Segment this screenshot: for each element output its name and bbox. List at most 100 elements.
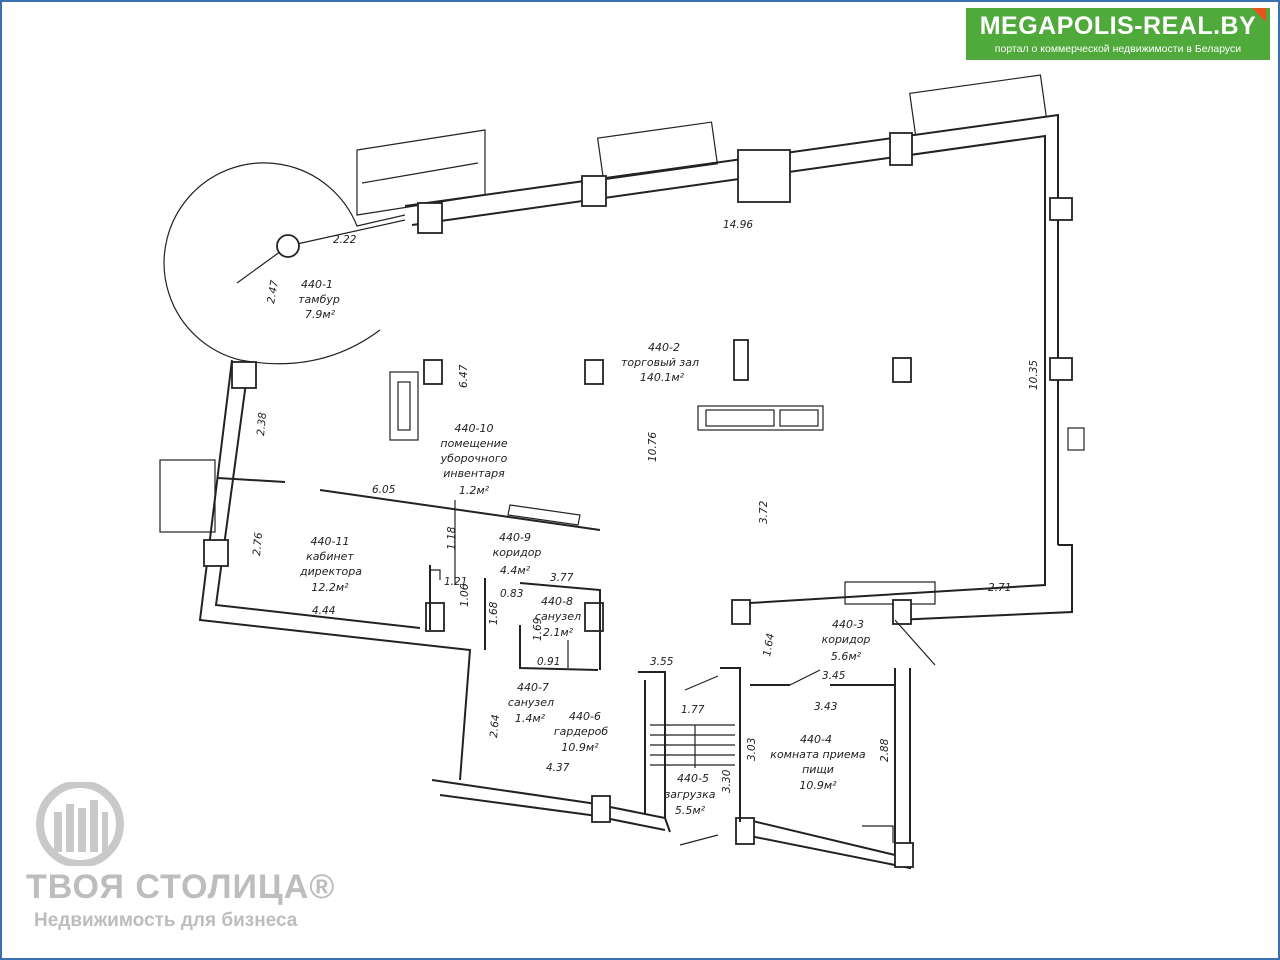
south-wall-2-inner — [739, 668, 911, 870]
window-bay-south — [844, 581, 936, 605]
column — [425, 602, 445, 632]
column — [731, 599, 751, 625]
column — [581, 175, 607, 207]
room-number: 440-5 — [677, 772, 709, 785]
dimension-label: 3.45 — [822, 670, 846, 682]
column — [423, 359, 443, 385]
room-area: 10.9м² — [561, 741, 599, 754]
display-rack-inner — [397, 381, 411, 431]
room-area: 1.4м² — [515, 712, 546, 725]
room-number: 440-2 — [648, 341, 680, 354]
dimension-label: 1.69 — [532, 617, 544, 641]
dimension-label: 10.76 — [647, 432, 659, 462]
dimension-label: 1.64 — [761, 632, 777, 657]
room-name: тамбур — [298, 293, 340, 306]
window-bay-west — [159, 459, 216, 533]
room-area: 1.2м² — [459, 484, 490, 497]
room-area: 140.1м² — [640, 371, 685, 384]
east-niche — [1067, 427, 1085, 451]
dimension-label: 6.05 — [372, 484, 396, 496]
dimension-label: 3.30 — [721, 769, 733, 793]
rotunda-inner-wall — [239, 329, 381, 365]
dimension-label: 6.47 — [458, 364, 470, 388]
room-name: кабинет — [306, 550, 354, 563]
porch-arrow — [361, 162, 479, 184]
kitchen-door — [789, 669, 821, 686]
logo-tagline: портал о коммерческой недвижимости в Бел… — [994, 43, 1242, 55]
room-name: загрузка — [664, 788, 715, 801]
dimension-label: 3.72 — [758, 500, 770, 524]
loading-wall-east — [720, 667, 741, 822]
partition-wc-8 — [519, 582, 601, 670]
dimension-label: 3.43 — [814, 701, 837, 713]
room-number: 440-8 — [541, 595, 573, 608]
loading-stairs — [650, 724, 735, 768]
watermark-name: ТВОЯ СТОЛИЦА® — [26, 868, 336, 906]
display-rack — [389, 371, 419, 441]
column — [735, 817, 755, 845]
rotunda-curve — [163, 162, 406, 361]
dimension-label: 2.88 — [879, 738, 891, 762]
room-area: 10.9м² — [799, 779, 837, 792]
room-area: 5.6м² — [831, 650, 862, 663]
room-name: гардероб — [554, 725, 609, 738]
room-name-3: инвентаря — [443, 467, 505, 480]
room-area: 12.2м² — [311, 581, 349, 594]
partition-west — [217, 477, 286, 483]
room-440-5: 440-5 загрузка 5.5м² — [664, 772, 715, 817]
window-bay-2 — [909, 74, 1047, 136]
dimension-label: 0.83 — [500, 588, 523, 600]
room-number: 440-10 — [455, 422, 494, 435]
room-number: 440-9 — [499, 531, 531, 544]
dimension-label: 1.77 — [681, 704, 705, 716]
room-440-8: 440-8 санузел 2.1м² — [535, 595, 581, 639]
room-name: помещение — [440, 437, 507, 450]
dimension-label: 2.38 — [255, 412, 269, 437]
room-name: коридор — [493, 546, 542, 559]
rotunda-column — [276, 234, 300, 258]
dimension-label: 2.22 — [333, 234, 357, 246]
room-name: комната приема — [770, 748, 866, 761]
column — [591, 795, 611, 823]
south-wall-2 — [739, 668, 896, 857]
partition-detail — [430, 569, 441, 580]
dimension-label: 10.35 — [1028, 360, 1040, 390]
room-number: 440-1 — [301, 278, 333, 291]
room-number: 440-7 — [517, 681, 549, 694]
kitchen-niche — [862, 825, 894, 843]
column — [203, 539, 229, 567]
column — [417, 202, 443, 234]
logo-corner-fold — [1252, 8, 1266, 22]
corridor-door-swing — [894, 619, 936, 666]
room-area: 7.9м² — [305, 308, 336, 321]
dimension-label: 2.64 — [488, 714, 502, 738]
room-name-2: директора — [299, 565, 362, 578]
loading-wall-west — [638, 671, 666, 818]
room-name: санузел — [535, 610, 581, 623]
loading-exit-line — [679, 834, 719, 846]
room-440-3: 440-3 коридор 5.6м² — [822, 618, 871, 663]
room-440-10: 440-10 помещение уборочного инвентаря 1.… — [440, 422, 508, 497]
room-number: 440-4 — [800, 733, 832, 746]
room-number: 440-11 — [311, 535, 350, 548]
dimension-label: 4.44 — [312, 605, 335, 617]
dimension-label: 14.96 — [723, 219, 753, 231]
megapolis-logo: MEGAPOLIS-REAL.BY портал о коммерческой … — [966, 8, 1270, 60]
dimension-label: 4.37 — [546, 762, 570, 774]
north-east-wall-inner — [411, 134, 1046, 604]
room-number: 440-6 — [569, 710, 601, 723]
room-area: 2.1м² — [543, 626, 574, 639]
room-area: 5.5м² — [675, 804, 706, 817]
room-440-2: 440-2 торговый зал 140.1м² — [621, 341, 699, 384]
corridor-shelf — [507, 504, 581, 526]
room-440-1: 440-1 тамбур 7.9м² — [298, 278, 340, 321]
room-area: 4.4м² — [500, 564, 531, 577]
display-counter-inner-2 — [779, 409, 819, 427]
dimension-label: 3.55 — [650, 656, 674, 668]
rotunda-door-line — [287, 219, 406, 247]
dimension-label: 3.77 — [550, 572, 574, 584]
column-thin — [733, 339, 749, 381]
dimension-label: 2.76 — [251, 532, 265, 557]
